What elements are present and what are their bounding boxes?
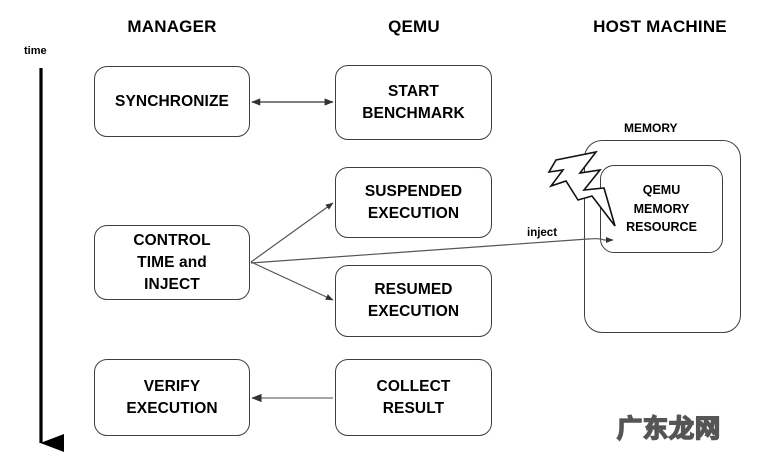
edge-control-suspended — [250, 202, 334, 263]
memory-label: MEMORY — [624, 121, 678, 135]
node-resumed-line-1: RESUMED — [374, 281, 453, 298]
column-header-qemu: QEMU — [388, 17, 440, 36]
column-header-host-machine: HOST MACHINE — [593, 17, 727, 36]
node-verify-line-2: EXECUTION — [126, 399, 218, 417]
node-start-benchmark[interactable]: START BENCHMARK — [335, 65, 492, 140]
node-collect-line-1: COLLECT — [376, 377, 451, 395]
qemu-memory-resource-line-3: RESOURCE — [626, 220, 697, 235]
qemu-memory-resource[interactable]: QEMU MEMORY RESOURCE — [600, 165, 723, 253]
node-synchronize-line-1: SYNCHRONIZE — [115, 92, 229, 110]
node-verify-execution[interactable]: VERIFY EXECUTION — [94, 359, 250, 436]
node-synchronize[interactable]: SYNCHRONIZE — [94, 66, 250, 137]
column-header-manager: MANAGER — [127, 17, 217, 36]
node-suspended-execution[interactable]: SUSPENDED EXECUTION — [335, 167, 492, 238]
node-verify-line-1: VERIFY — [143, 377, 201, 395]
node-control-line-3: INJECT — [144, 275, 200, 293]
edge-control-inject — [250, 236, 614, 264]
qemu-memory-resource-line-2: MEMORY — [633, 201, 690, 216]
time-axis-label: time — [24, 45, 47, 57]
node-resumed-execution[interactable]: RESUMED EXECUTION — [335, 265, 492, 337]
node-collect-line-2: RESULT — [382, 399, 445, 417]
node-control-time-inject[interactable]: CONTROL TIME and INJECT — [94, 225, 250, 300]
node-start-benchmark-line-2: BENCHMARK — [362, 104, 465, 122]
node-collect-result[interactable]: COLLECT RESULT — [335, 359, 492, 436]
node-control-line-1: CONTROL — [133, 231, 211, 249]
node-suspended-line-1: SUSPENDED — [364, 182, 463, 200]
node-suspended-line-2: EXECUTION — [367, 204, 460, 222]
node-resumed-line-2: EXECUTION — [367, 303, 460, 320]
node-control-line-2: TIME and — [137, 253, 207, 271]
qemu-memory-resource-line-1: QEMU — [642, 182, 681, 197]
edge-label-inject: inject — [527, 227, 558, 239]
watermark: 广东龙网 — [616, 413, 722, 444]
node-start-benchmark-line-1: START — [387, 82, 439, 100]
edge-control-resumed — [250, 261, 334, 301]
